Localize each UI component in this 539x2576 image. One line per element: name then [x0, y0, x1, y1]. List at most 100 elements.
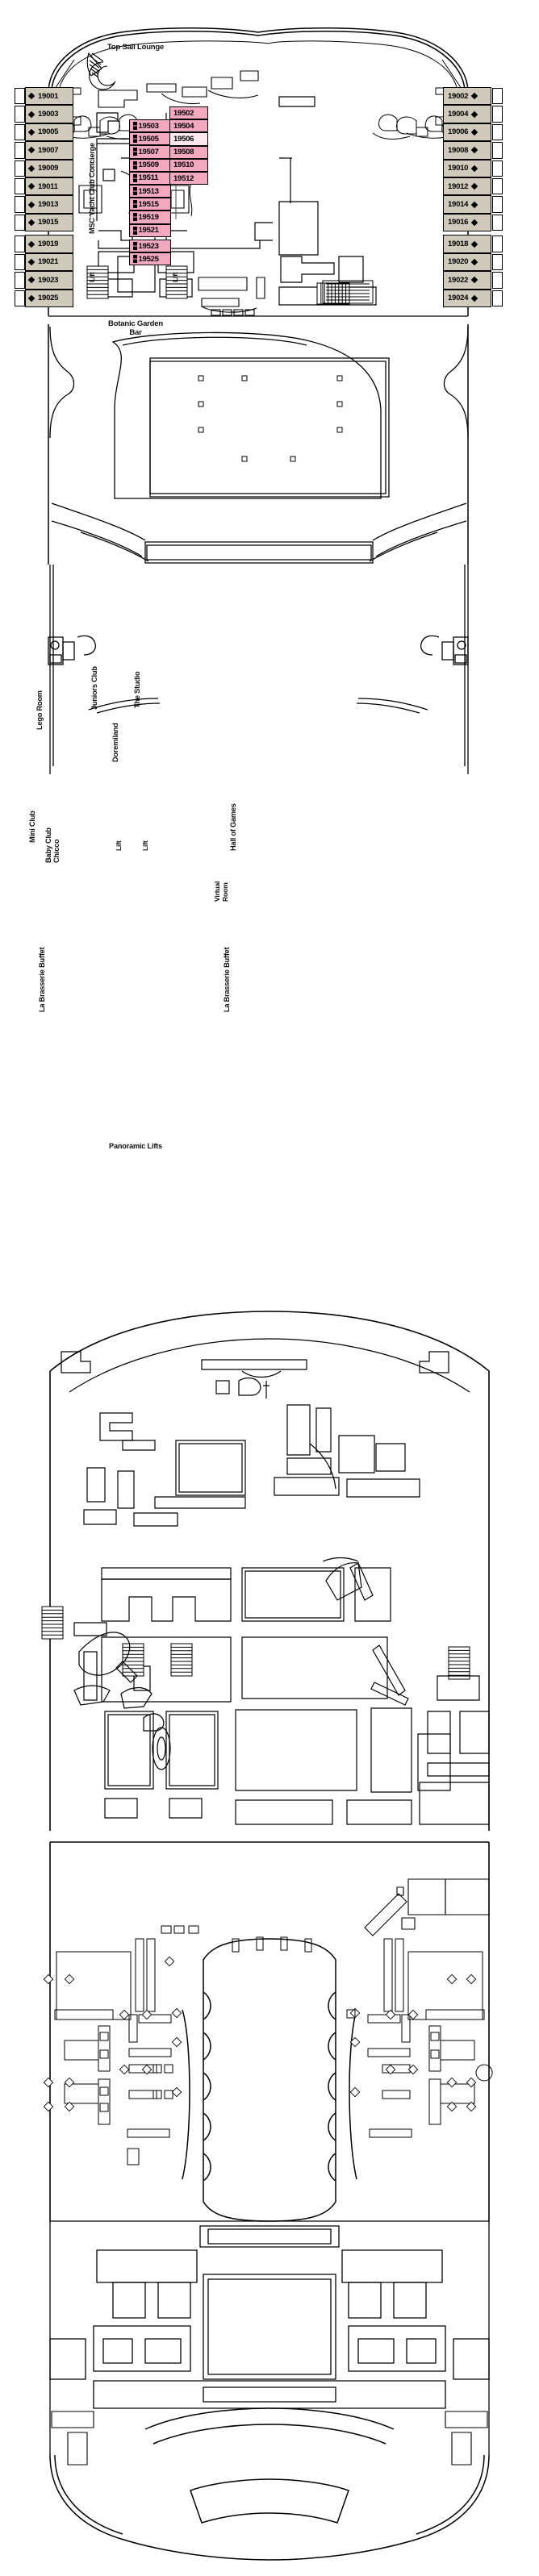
cabin-number: 19022	[448, 275, 469, 285]
suite-square-icon	[133, 173, 137, 182]
cabin-19509[interactable]: 19509	[129, 158, 171, 172]
starboard-outer-void-19016	[492, 214, 503, 231]
cabin-number: 19016	[448, 218, 469, 227]
cabin-number: 19005	[38, 127, 59, 137]
balcony-diamond-icon	[27, 258, 36, 266]
venue-label-lift: Lift	[115, 840, 123, 851]
cabin-19502[interactable]: 19502	[169, 106, 208, 120]
starboard-outer-void-19010	[492, 160, 503, 177]
starboard-outer-void-19024	[492, 290, 503, 306]
cabin-19022[interactable]: 19022	[443, 271, 491, 290]
balcony-diamond-icon	[27, 110, 36, 118]
starboard-outer-void-19018	[492, 236, 503, 252]
port-outer-void-19019	[15, 236, 25, 252]
cabin-19503[interactable]: 19503	[129, 119, 171, 133]
cabin-19009[interactable]: 19009	[25, 159, 73, 177]
cabin-number: 19018	[448, 240, 469, 249]
cabin-number: 19004	[448, 110, 469, 119]
cabin-19521[interactable]: 19521	[129, 223, 171, 237]
venue-label-chicco: Chicco	[52, 839, 61, 863]
port-outer-void-19001	[15, 88, 25, 105]
cabin-19510[interactable]: 19510	[169, 158, 208, 172]
cabin-19003[interactable]: 19003	[25, 105, 73, 123]
cabin-number: 19001	[38, 91, 59, 101]
cabin-19007[interactable]: 19007	[25, 141, 73, 160]
cabin-19013[interactable]: 19013	[25, 195, 73, 214]
cabin-number: 19011	[38, 181, 58, 191]
port-outer-void-19025	[15, 290, 25, 306]
cabin-19523[interactable]: 19523	[129, 240, 171, 253]
cabin-number: 19510	[173, 160, 194, 170]
balcony-diamond-icon	[27, 92, 36, 100]
cabin-19511[interactable]: 19511	[129, 171, 171, 185]
port-outer-void-19011	[15, 178, 25, 195]
port-outer-void-19013	[15, 196, 25, 213]
balcony-diamond-icon	[470, 277, 478, 284]
cabin-number: 19024	[448, 294, 469, 303]
cabin-19006[interactable]: 19006	[443, 123, 491, 142]
cabin-19507[interactable]: 19507	[129, 145, 171, 159]
port-outer-void-19005	[15, 123, 25, 141]
venue-label-botanic-garden: Botanic Garden	[108, 319, 163, 328]
cabin-number: 19507	[138, 147, 159, 156]
cabin-19001[interactable]: 19001	[25, 87, 73, 106]
cabin-number: 19003	[38, 110, 59, 119]
balcony-diamond-icon	[470, 110, 478, 118]
cabin-number: 19506	[173, 134, 194, 144]
cabin-19004[interactable]: 19004	[443, 105, 491, 123]
cabin-19513[interactable]: 19513	[129, 185, 171, 198]
cabin-number: 19525	[138, 254, 159, 264]
cabin-19024[interactable]: 19024	[443, 289, 491, 307]
cabin-19016[interactable]: 19016	[443, 213, 491, 232]
cabin-19019[interactable]: 19019	[25, 235, 73, 253]
cabin-19505[interactable]: 19505	[129, 132, 171, 146]
cabin-number: 19025	[38, 294, 59, 303]
venue-label-lift: Lift	[88, 272, 96, 282]
cabin-19008[interactable]: 19008	[443, 141, 491, 160]
cabin-19515[interactable]: 19515	[129, 198, 171, 211]
cabin-19002[interactable]: 19002	[443, 87, 491, 106]
cabin-19025[interactable]: 19025	[25, 289, 73, 307]
venue-label-la-brasserie-buffet: La Brasserie Buffet	[223, 947, 231, 1012]
cabin-19005[interactable]: 19005	[25, 123, 73, 142]
venue-label-lift: Lift	[141, 840, 149, 851]
suite-square-icon	[133, 187, 137, 196]
cabin-19012[interactable]: 19012	[443, 177, 491, 196]
balcony-diamond-icon	[27, 277, 36, 284]
suite-square-icon	[133, 122, 137, 131]
port-outer-void-19003	[15, 106, 25, 123]
cabin-19512[interactable]: 19512	[169, 172, 208, 185]
cabin-19018[interactable]: 19018	[443, 235, 491, 253]
cabin-19014[interactable]: 19014	[443, 195, 491, 214]
starboard-outer-void-19022	[492, 272, 503, 289]
venue-label-lift: Lift	[171, 272, 179, 282]
cabin-19023[interactable]: 19023	[25, 271, 73, 290]
cabin-19508[interactable]: 19508	[169, 145, 208, 159]
cabin-number: 19013	[38, 200, 59, 210]
starboard-outer-void-19020	[492, 253, 503, 271]
venue-label-lego-room: Lego Room	[36, 690, 44, 730]
venue-label-msc-yacht-club-concierge: MSC Yacht Club Concierge	[88, 143, 96, 234]
suite-square-icon	[133, 135, 137, 144]
balcony-diamond-icon	[470, 219, 478, 227]
suite-square-icon	[133, 148, 137, 156]
cabin-number: 19504	[173, 121, 194, 131]
cabin-19519[interactable]: 19519	[129, 210, 171, 224]
cabin-19525[interactable]: 19525	[129, 252, 171, 266]
suite-square-icon	[133, 226, 137, 235]
venue-label-la-brasserie-buffet: La Brasserie Buffet	[38, 947, 46, 1012]
venue-label-doremiland: Doremiland	[111, 723, 119, 762]
venue-label-bar: Bar	[129, 328, 142, 337]
cabin-19015[interactable]: 19015	[25, 213, 73, 232]
cabin-19506[interactable]: 19506	[169, 132, 208, 146]
cabin-19504[interactable]: 19504	[169, 119, 208, 133]
balcony-diamond-icon	[27, 147, 36, 154]
cabin-19011[interactable]: 19011	[25, 177, 73, 196]
cabin-19021[interactable]: 19021	[25, 252, 73, 272]
cabin-number: 19515	[138, 199, 159, 209]
cabin-number: 19505	[138, 134, 159, 144]
starboard-outer-void-19014	[492, 196, 503, 213]
cabin-19020[interactable]: 19020	[443, 252, 491, 272]
cabin-19010[interactable]: 19010	[443, 159, 491, 177]
cabin-number: 19009	[38, 164, 59, 173]
